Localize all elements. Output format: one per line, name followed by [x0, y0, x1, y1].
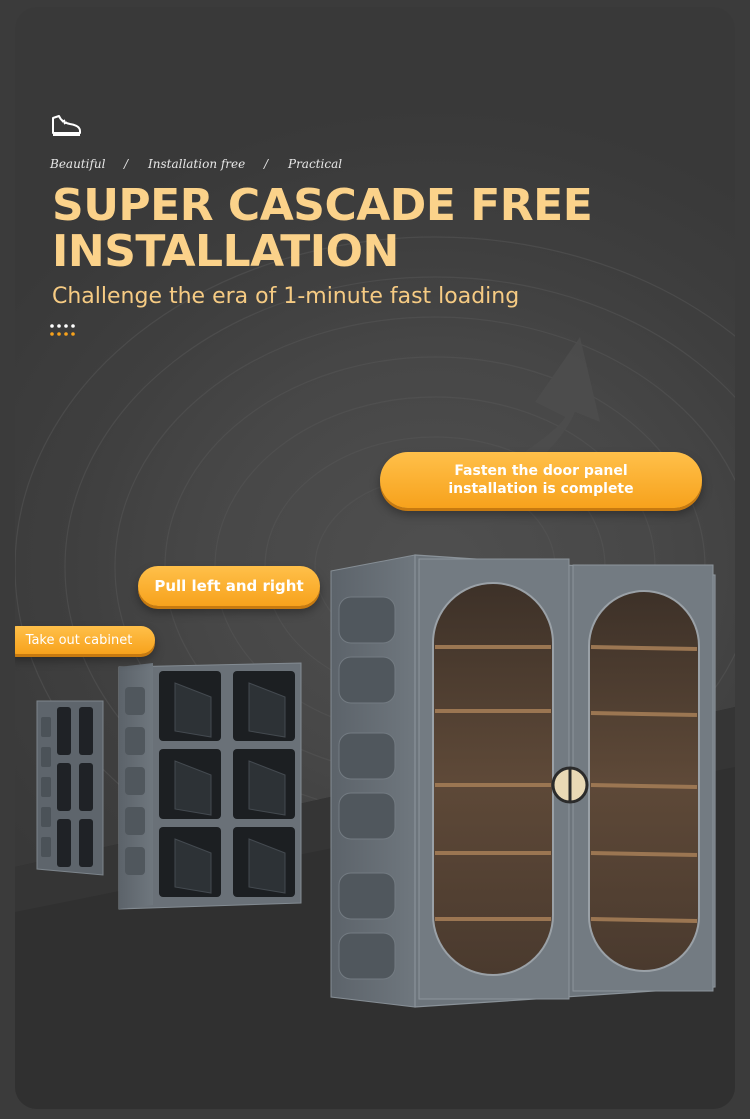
subtitle: Challenge the era of 1-minute fast loadi…: [52, 284, 520, 309]
title-line-2: INSTALLATION: [52, 226, 399, 277]
folded-cabinet: [36, 700, 104, 876]
tagline-beautiful: Beautiful: [50, 157, 106, 171]
tagline-separator: /: [124, 157, 129, 171]
expanded-cabinet: [118, 662, 302, 910]
tagline-separator: /: [264, 157, 269, 171]
upward-arrow-graphic: [485, 337, 600, 497]
step-pull-label: Pull left and right: [138, 566, 320, 606]
title-line-1: SUPER CASCADE FREE: [52, 180, 593, 231]
step-fasten-label: Fasten the door panel installation is co…: [380, 452, 702, 508]
finished-cabinet: [330, 554, 716, 1008]
tagline-installation-free: Installation free: [148, 157, 246, 171]
shoe-icon: [52, 115, 81, 136]
dots-decoration: [50, 324, 75, 336]
cabinet-scene: [36, 554, 716, 1008]
tagline-practical: Practical: [288, 157, 343, 171]
step-fasten-line-2: installation is complete: [448, 481, 634, 497]
step-fasten-line-1: Fasten the door panel: [454, 463, 628, 479]
poster-panel: Beautiful / Installation free / Practica…: [15, 7, 735, 1109]
step-take-out-label: Take out cabinet: [15, 626, 155, 654]
page-title: SUPER CASCADE FREE INSTALLATION: [52, 183, 672, 275]
